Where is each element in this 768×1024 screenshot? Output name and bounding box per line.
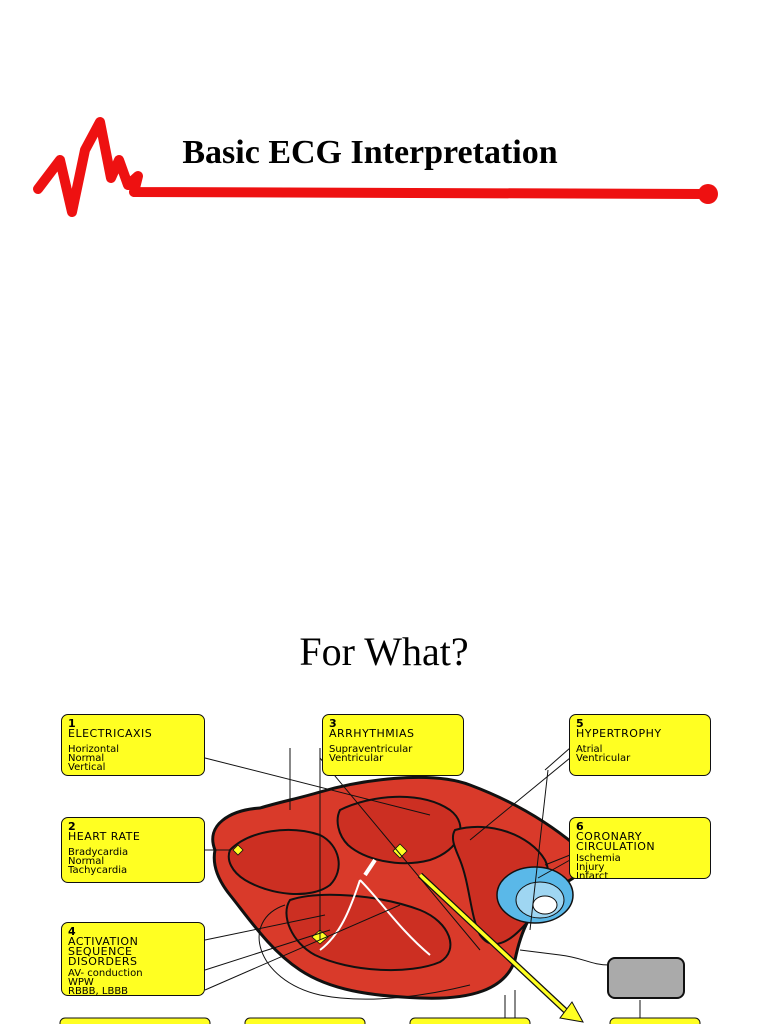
slide-title: Basic ECG Interpretation bbox=[182, 134, 558, 171]
box-hypertrophy: 5 HYPERTROPHY Atrial Ventricular bbox=[569, 714, 711, 776]
ecg-waveform-icon bbox=[33, 117, 710, 217]
box-arrhythmias: 3 ARRHYTHMIAS Supraventricular Ventricul… bbox=[322, 714, 464, 776]
heart-illustration bbox=[59, 747, 701, 1024]
box-activation-sequence: 4 ACTIVATION SEQUENCE DISORDERS AV- cond… bbox=[61, 922, 205, 997]
ecg-diagram: 1 ELECTRICAXIS Horizontal Normal Vertica… bbox=[0, 700, 768, 1024]
slide-subtitle: For What? bbox=[299, 629, 469, 674]
box-coronary-circulation: 6 CORONARY CIRCULATION Ischemia Injury I… bbox=[569, 817, 711, 882]
lower-chamber bbox=[285, 893, 452, 972]
ecg-end-dot-icon bbox=[698, 184, 718, 204]
monitor-icon bbox=[607, 957, 685, 999]
box-heart-rate: 2 HEART RATE Bradycardia Normal Tachycar… bbox=[61, 817, 205, 883]
node-marker-icon bbox=[232, 843, 408, 945]
right-atrium bbox=[336, 795, 462, 865]
left-chamber bbox=[227, 829, 340, 896]
box-electric-axis: 1 ELECTRICAXIS Horizontal Normal Vertica… bbox=[61, 714, 205, 776]
ecg-logo bbox=[33, 117, 718, 217]
